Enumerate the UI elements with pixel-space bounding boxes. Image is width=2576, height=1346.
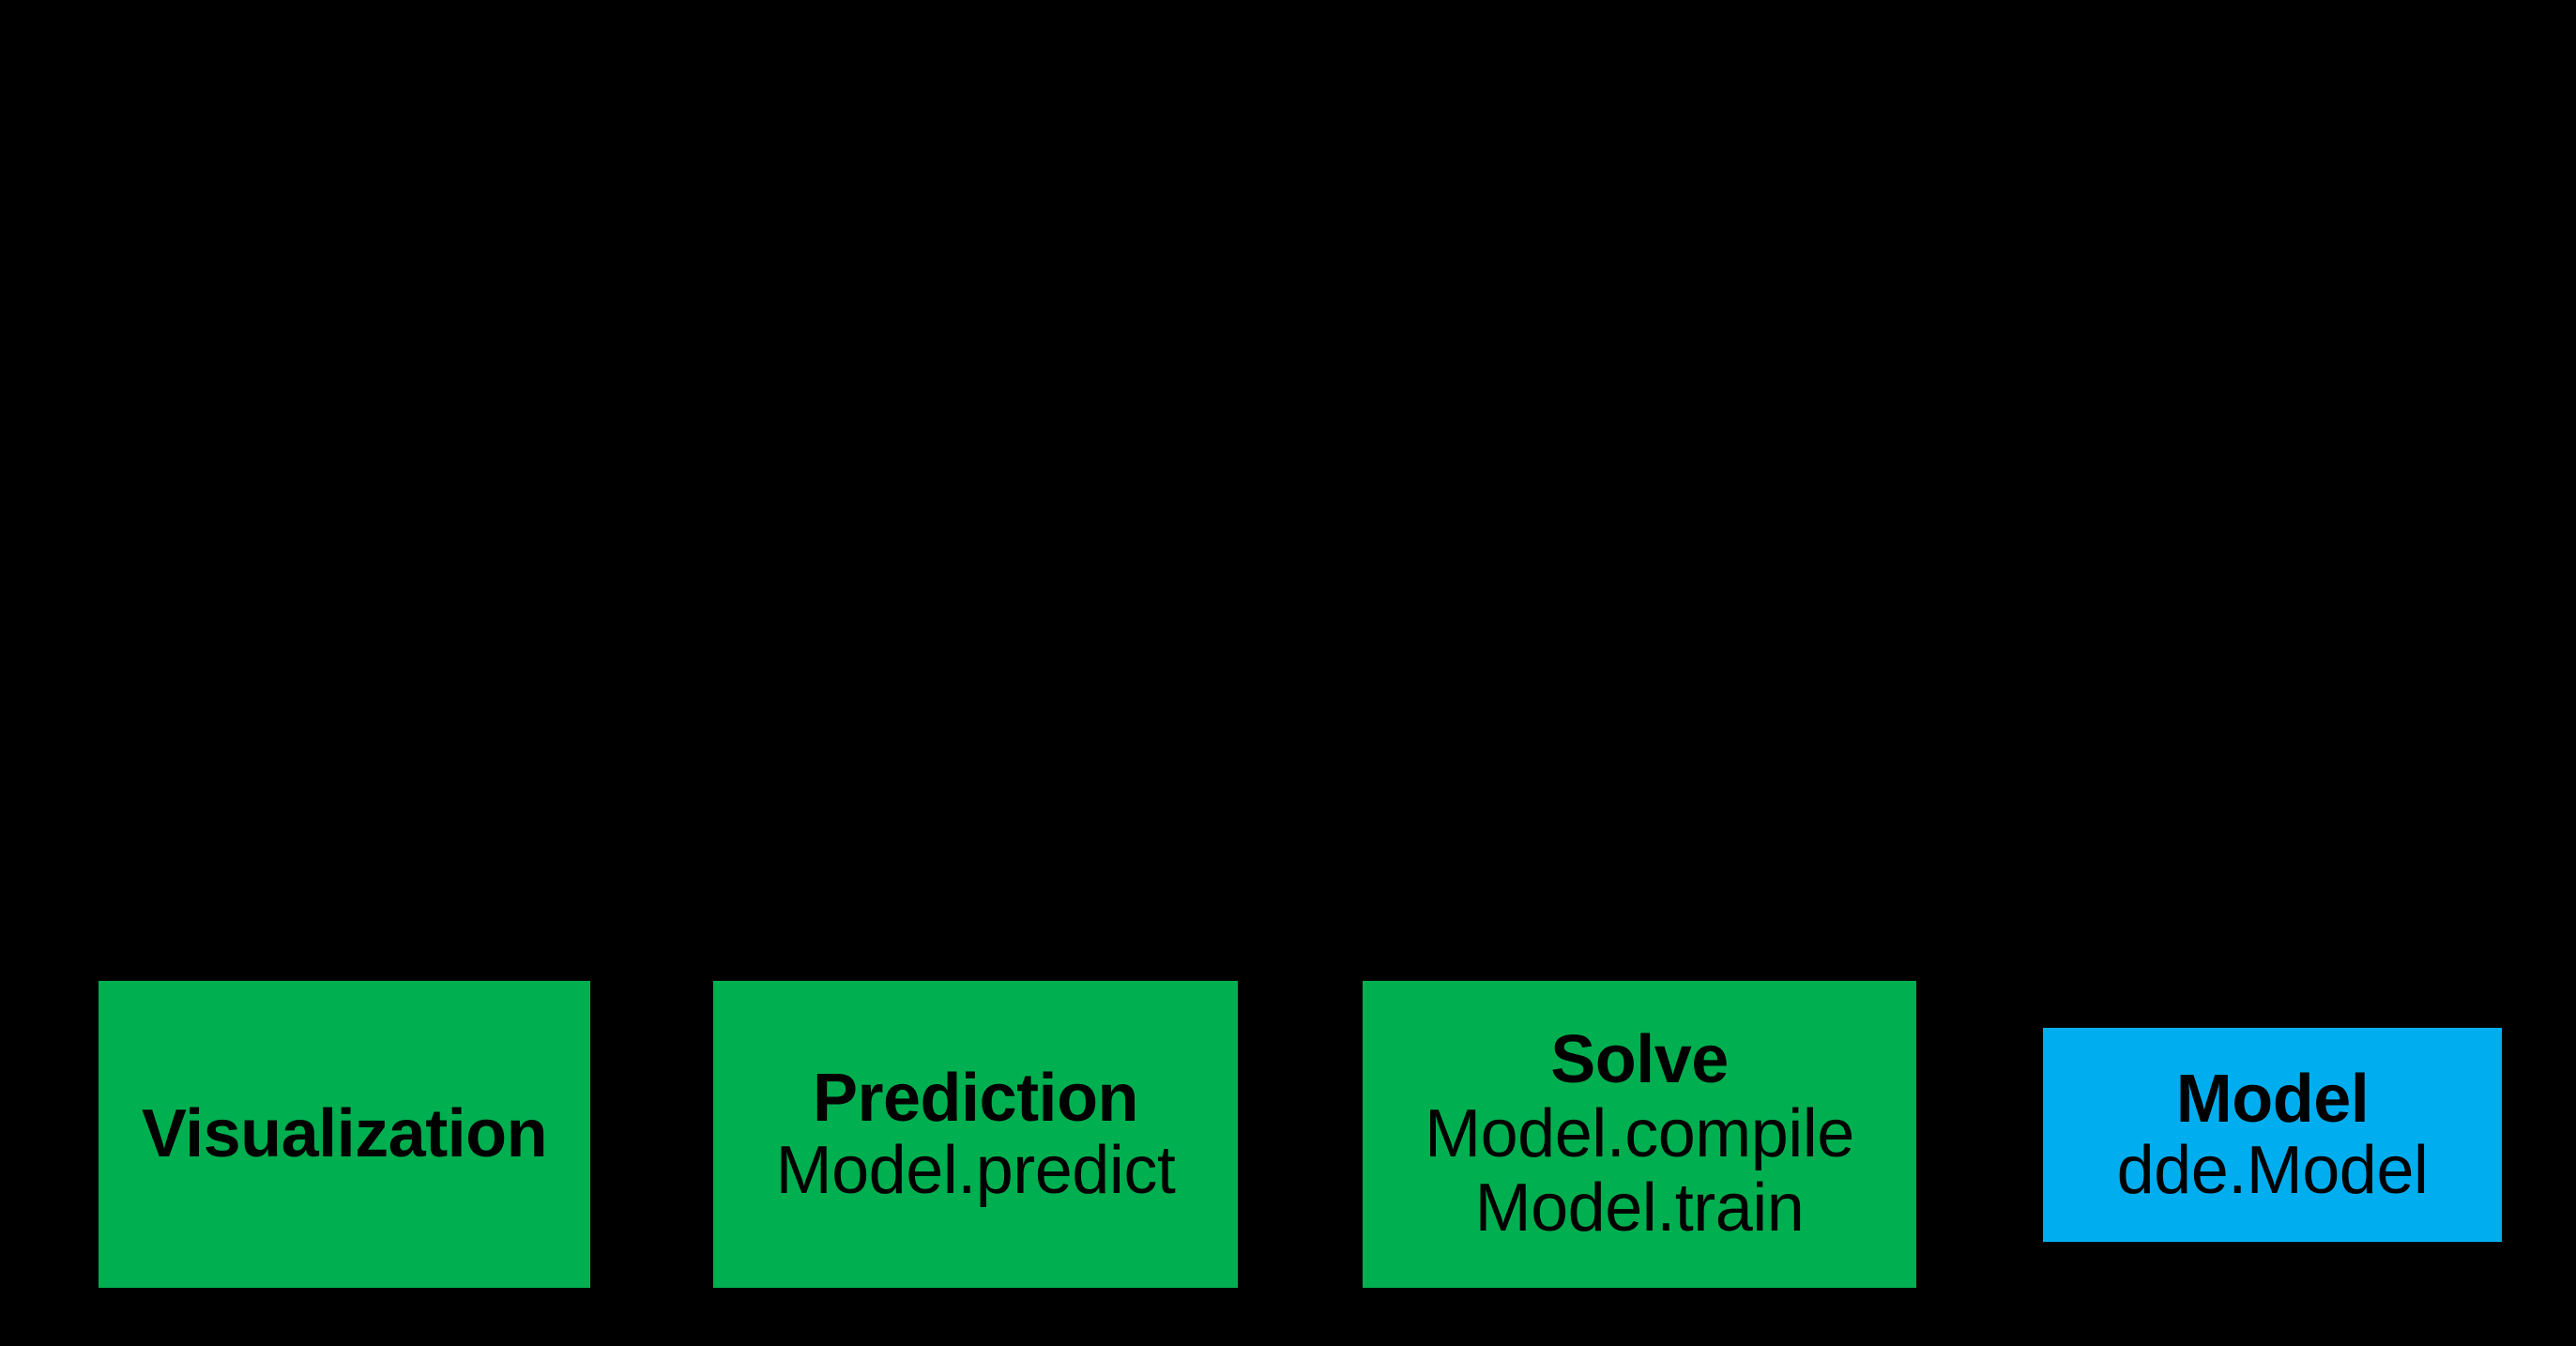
node-title-visualization: Visualization — [141, 1096, 548, 1172]
node-api-solve-0: Model.compile — [1425, 1095, 1854, 1171]
node-title-prediction: Prediction — [812, 1061, 1139, 1137]
diagram-node-model[interactable]: Model dde.Model — [2043, 1028, 2502, 1242]
diagram-node-visualization[interactable]: Visualization — [99, 981, 590, 1288]
node-api-solve-1: Model.train — [1474, 1170, 1805, 1247]
node-title-model: Model — [2175, 1061, 2370, 1137]
node-title-solve: Solve — [1550, 1021, 1729, 1097]
node-api-prediction-0: Model.predict — [775, 1132, 1176, 1208]
diagram-node-prediction[interactable]: Prediction Model.predict — [713, 981, 1238, 1288]
node-api-model-0: dde.Model — [2116, 1133, 2429, 1208]
diagram-node-solve[interactable]: Solve Model.compile Model.train — [1363, 981, 1916, 1288]
